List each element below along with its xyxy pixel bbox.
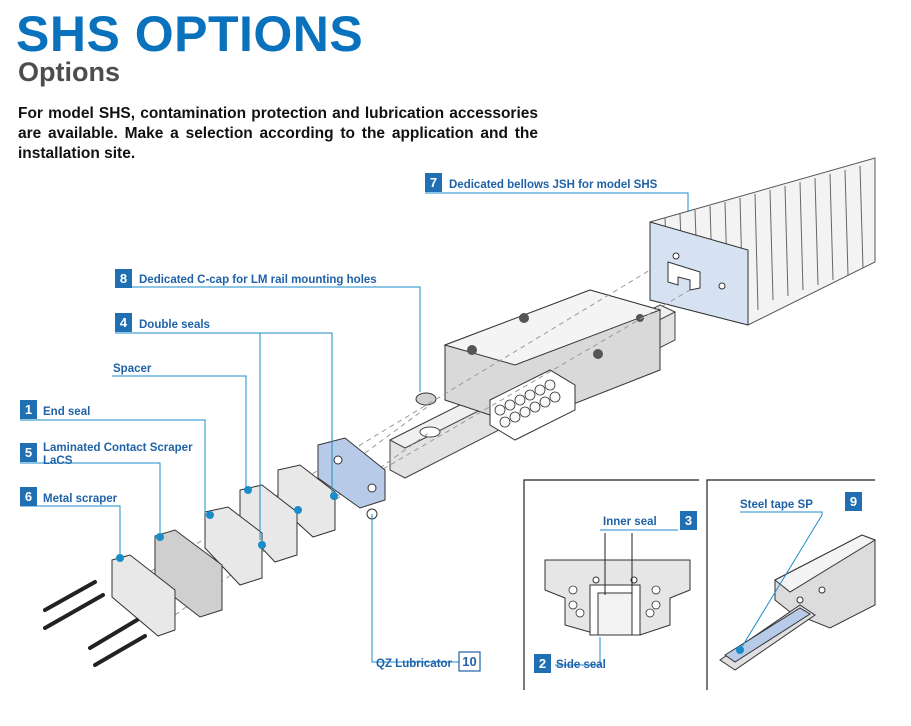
callout-10: QZ Lubricator 10 (376, 651, 481, 672)
callout-4: 4 Double seals (115, 313, 210, 332)
svg-text:7: 7 (430, 175, 437, 190)
svg-text:QZ Lubricator: QZ Lubricator (376, 658, 453, 670)
callout-5: 5 Laminated Contact Scraper LaCS (20, 442, 193, 467)
svg-text:10: 10 (462, 654, 476, 669)
detail-box-seals: Inner seal 3 2 Side seal (523, 479, 699, 690)
detail-box-steel-tape: Steel tape SP 9 (706, 479, 877, 690)
svg-text:Steel tape SP: Steel tape SP (740, 499, 813, 511)
callout-1: 1 End seal (20, 400, 90, 419)
svg-text:Spacer: Spacer (113, 363, 152, 375)
svg-text:6: 6 (25, 489, 32, 504)
callout-7: 7 Dedicated bellows JSH for model SHS (425, 173, 658, 192)
seal-stack-illustration (43, 437, 386, 667)
lm-rail-block-illustration (388, 289, 677, 479)
bellows-illustration (649, 157, 876, 326)
svg-text:End seal: End seal (43, 406, 90, 418)
svg-text:Double seals: Double seals (139, 319, 210, 331)
leader-lines (20, 192, 689, 663)
svg-text:Dedicated C-cap for LM rail mo: Dedicated C-cap for LM rail mounting hol… (139, 274, 377, 286)
svg-text:Side seal: Side seal (556, 659, 606, 671)
svg-text:4: 4 (120, 315, 128, 330)
svg-text:5: 5 (25, 445, 32, 460)
svg-text:3: 3 (685, 513, 692, 528)
page-subtitle: Options (18, 57, 120, 87)
intro-paragraph: For model SHS, contamination protection … (18, 105, 538, 162)
callout-spacer: Spacer (113, 363, 152, 375)
callout-6: 6 Metal scraper (20, 487, 118, 506)
callout-8: 8 Dedicated C-cap for LM rail mounting h… (115, 269, 377, 288)
page-title: SHS OPTIONS (16, 6, 364, 62)
svg-text:Dedicated bellows JSH for mode: Dedicated bellows JSH for model SHS (449, 179, 658, 191)
svg-text:LaCS: LaCS (43, 455, 73, 467)
svg-text:Laminated Contact Scraper: Laminated Contact Scraper (43, 442, 193, 454)
svg-text:2: 2 (539, 656, 546, 671)
svg-text:1: 1 (25, 402, 32, 417)
svg-text:Metal scraper: Metal scraper (43, 493, 118, 505)
svg-text:8: 8 (120, 271, 127, 286)
svg-text:Inner seal: Inner seal (603, 516, 657, 528)
svg-text:9: 9 (850, 494, 857, 509)
